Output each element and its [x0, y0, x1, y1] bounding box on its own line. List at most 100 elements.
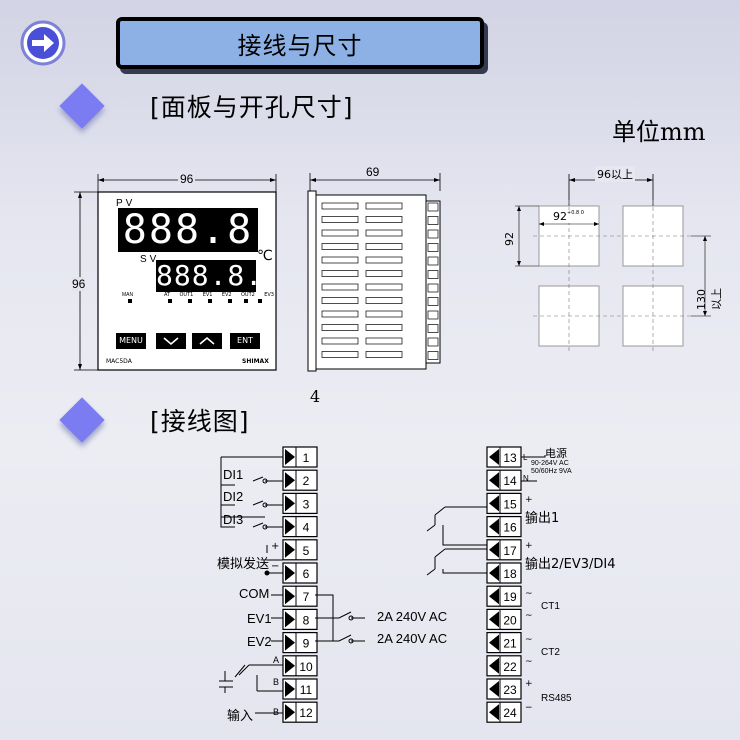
down-button[interactable] — [156, 333, 186, 349]
terminal-label: 19 — [503, 590, 517, 604]
terminal-label: 1 — [303, 451, 310, 465]
next-arrow-icon[interactable] — [20, 20, 66, 66]
ent-button[interactable]: ENT — [230, 333, 260, 349]
input-b2-label: B — [273, 707, 280, 717]
led-out2: OUT2 — [240, 292, 255, 298]
led-ev2: EV2 — [221, 292, 232, 298]
out1-plus: + — [525, 495, 533, 505]
power-l: L — [523, 453, 528, 462]
terminal-16: 16 — [486, 515, 522, 538]
led-at: AT — [164, 292, 171, 298]
terminal-label: 14 — [503, 474, 517, 488]
out2-minus: − — [525, 565, 533, 575]
rs485-plus: + — [525, 679, 533, 689]
menu-button[interactable]: MENU — [116, 333, 146, 349]
terminal-24: 24 — [486, 701, 522, 723]
terminal-label: 18 — [503, 567, 517, 581]
analog-plus: + — [271, 541, 280, 552]
terminal-1: 1 — [282, 446, 318, 468]
ct2-label: CT2 — [541, 647, 560, 658]
front-panel-drawing: 96 96 PV 888.8 SV 888.8. ℃ MAN AT OUT1 E… — [70, 170, 290, 380]
power-spec2: 50/60Hz 9VA — [531, 468, 572, 475]
terminal-label: 9 — [303, 637, 310, 651]
input-b-label: B — [273, 677, 280, 687]
analog-out-label: 模拟发送 — [217, 557, 270, 572]
out1-minus: − — [525, 519, 533, 529]
terminal-15: 15 — [486, 492, 522, 515]
pv-display: 888.8 — [118, 208, 258, 252]
power-title: 电源 — [545, 447, 567, 460]
ct1-tilde-b: ~ — [525, 611, 533, 621]
model-label: MAC5DA — [106, 358, 132, 365]
page-title-text: 接线与尺寸 — [237, 31, 363, 60]
terminal-label: 13 — [503, 451, 517, 465]
unit-label: 单位mm — [612, 118, 706, 146]
relay2-label: 2A 240V AC — [377, 631, 448, 646]
pv-label: PV — [116, 198, 136, 209]
out2-label: 输出2/EV3/DI4 — [525, 557, 616, 572]
page-title: 接线与尺寸 — [116, 17, 484, 69]
terminal-14: 14 — [486, 469, 522, 491]
ev1-label: EV1 — [247, 611, 272, 626]
brand-label: SHIMAX — [242, 358, 269, 365]
section-bullet-icon — [59, 83, 105, 129]
terminal-18: 18 — [486, 562, 522, 584]
terminal-label: 20 — [503, 613, 517, 627]
terminal-label: 21 — [503, 637, 517, 651]
com-label: COM — [239, 586, 270, 601]
ct1-tilde-a: ~ — [525, 589, 533, 599]
sv-label: SV — [140, 254, 160, 265]
terminal-label: 2 — [303, 474, 310, 488]
terminal-22: 22 — [486, 655, 522, 677]
cutout-hole-label: 92+0.8 0 — [553, 210, 584, 223]
terminal-label: 24 — [503, 706, 517, 720]
cutout-drawing: 96以上 92+0.8 0 92 130以上 — [495, 160, 725, 360]
led-man: MAN — [122, 292, 134, 298]
terminal-7: 7 — [282, 585, 318, 607]
terminal-label: 23 — [503, 683, 517, 697]
ct2-tilde-b: ~ — [525, 657, 533, 667]
chevron-up-icon — [199, 336, 215, 345]
terminal-label: 4 — [303, 521, 310, 535]
cutout-hole-label-v: 92 — [503, 232, 516, 246]
section-bullet-icon-2 — [59, 397, 105, 443]
cutout-vspacing-label: 130以上 — [695, 288, 723, 310]
led-labels: AT OUT1 EV1 EV2 OUT2 EV3 — [164, 292, 274, 298]
out1-label: 输出1 — [525, 511, 560, 526]
out2-plus: + — [525, 541, 533, 551]
led-ev1: EV1 — [202, 292, 213, 298]
chevron-down-icon — [163, 337, 179, 346]
terminal-3: 3 — [282, 492, 318, 515]
terminal-23: 23 — [486, 678, 522, 700]
led-ev3: EV3 — [264, 292, 274, 298]
terminal-6: 6 — [282, 562, 318, 584]
terminal-label: 8 — [303, 613, 310, 627]
terminal-17: 17 — [486, 539, 522, 561]
terminal-label: 22 — [503, 660, 517, 674]
terminal-label: 5 — [303, 544, 310, 558]
terminal-label: 15 — [503, 497, 517, 511]
power-n: N — [523, 474, 529, 483]
cutout-spacing-label: 96以上 — [595, 166, 635, 182]
degree-c-label: ℃ — [257, 248, 273, 264]
di3-label: DI3 — [223, 512, 244, 527]
input-a-label: A — [273, 655, 280, 665]
cutout-hole-tol: +0.8 0 — [567, 210, 584, 216]
side-depth-dim: 69 — [366, 165, 380, 179]
terminal-label: 16 — [503, 521, 517, 535]
terminal-label: 11 — [300, 683, 313, 697]
panel-height-dim: 96 — [72, 277, 86, 291]
side-view-drawing: 69 4 — [300, 165, 445, 406]
up-button[interactable] — [192, 333, 222, 349]
terminal-label: 10 — [299, 660, 313, 674]
terminal-label: 12 — [299, 706, 313, 720]
relay1-label: 2A 240V AC — [377, 609, 448, 624]
terminal-label: 3 — [303, 497, 310, 511]
di1-label: DI1 — [223, 467, 244, 482]
rs485-minus: − — [525, 703, 533, 713]
section-title-wiring: [接线图] — [150, 407, 250, 436]
terminal-13: 13 — [486, 446, 522, 468]
rs485-label: RS485 — [541, 693, 572, 704]
terminal-11: 11 — [282, 678, 318, 700]
